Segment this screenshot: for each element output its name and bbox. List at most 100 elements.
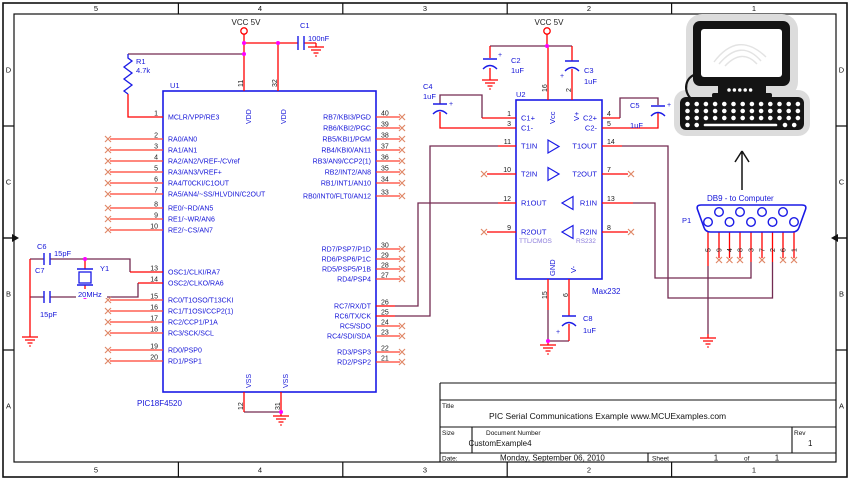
ruler-row: C — [839, 178, 845, 187]
pin-number: 33 — [381, 190, 389, 197]
pin-label: T2OUT — [572, 170, 597, 179]
polarity-plus: + — [667, 102, 671, 109]
pin-label: RA0/AN0 — [168, 137, 197, 144]
buffer-triangle-icons — [547, 138, 574, 240]
pin-number: 28 — [381, 263, 389, 270]
component-ref: C7 — [35, 266, 45, 275]
crystal-y1[interactable] — [77, 268, 93, 286]
screen-swirl — [713, 43, 767, 67]
db9-pin-circles — [703, 206, 800, 227]
component-value: 1uF — [630, 121, 643, 130]
size-value: Custom — [468, 439, 496, 448]
title-label: Title — [442, 403, 454, 410]
capacitor-c4[interactable] — [432, 103, 448, 115]
pin-number: 35 — [381, 166, 389, 173]
pin-number: 38 — [381, 133, 389, 140]
component-ref: C3 — [584, 66, 594, 75]
pin-label: RC4/SDI/SDA — [327, 334, 371, 341]
pin-label: RB0/INT0/FLT0/AN12 — [303, 194, 371, 201]
pin-label: T1IN — [521, 142, 537, 151]
pin-number: 11 — [504, 139, 511, 146]
u1-labels: U1 PIC18F4520 11 32 VDD VDD 12 31 VSS VS… — [137, 79, 389, 410]
ruler-col: 3 — [423, 4, 427, 13]
pin-number: 36 — [381, 155, 389, 162]
pin-label: RD6/PSP6/P1C — [322, 257, 371, 264]
computer-icon[interactable] — [674, 14, 810, 136]
db9-connector-p1[interactable] — [696, 204, 807, 233]
pin-label: RB2/INT2/AN8 — [325, 170, 371, 177]
polarity-plus: + — [556, 329, 560, 336]
component-ref: U2 — [516, 90, 526, 99]
pin-label: RD5/PSP5/P1B — [322, 267, 371, 274]
pin-number: 16 — [150, 305, 158, 312]
component-ref: P1 — [682, 216, 691, 225]
u2-max232-body[interactable] — [515, 99, 603, 280]
pin-number: 32 — [272, 79, 279, 87]
pin-label: RE2/~CS/AN7 — [168, 228, 213, 235]
component-ref: C1 — [300, 21, 310, 30]
title-block: Title PIC Serial Communications Example … — [439, 382, 836, 463]
vcc-symbol-right[interactable] — [543, 27, 551, 35]
pin-number: 19 — [150, 344, 158, 351]
ground-symbol[interactable] — [21, 332, 39, 347]
pin-number: 10 — [503, 167, 511, 174]
pin-label: RB3/AN9/CCP2(1) — [313, 159, 371, 166]
fold-arrow-left-icon — [12, 234, 19, 242]
capacitor-c8[interactable] — [561, 315, 577, 327]
component-annotations: VCC 5V VCC 5V R1 4.7k C1 100nF C2 1uF + … — [35, 18, 671, 336]
pin-label: VDD — [246, 109, 253, 124]
pin-label: C2- — [585, 124, 598, 133]
pin-label: RA4/T0CKI/C1OUT — [168, 181, 230, 188]
capacitor-c1[interactable] — [297, 36, 305, 50]
pin-label: R1OUT — [521, 199, 547, 208]
capacitor-c2[interactable] — [482, 58, 498, 70]
component-part: Max232 — [592, 287, 621, 296]
component-ref: C5 — [630, 101, 640, 110]
of-label: of — [744, 456, 750, 463]
capacitor-c5[interactable] — [650, 105, 666, 117]
monitor-cable — [685, 72, 697, 100]
pin-label: R1IN — [580, 199, 597, 208]
capacitor-c3[interactable] — [564, 60, 580, 72]
net-label-vcc: VCC 5V — [535, 18, 565, 27]
pin-label: VDD — [281, 109, 288, 124]
vcc-symbol-left[interactable] — [240, 27, 248, 35]
ground-symbol[interactable] — [307, 42, 325, 57]
pin-label: V- — [569, 265, 578, 273]
pin-label: MCLR/VPP/RE3 — [168, 115, 219, 122]
pin-number: 4 — [607, 111, 611, 118]
component-ref: C2 — [511, 56, 521, 65]
pin-number: 7 — [154, 188, 158, 195]
fold-arrow-right-icon — [831, 234, 838, 242]
pin-number: 8 — [607, 225, 611, 232]
pin-number: 17 — [150, 316, 158, 323]
sheet-total: 1 — [775, 454, 780, 463]
u1-pic18f4520-body[interactable] — [162, 90, 377, 393]
capacitor-c6[interactable] — [43, 253, 51, 265]
pin-number: 13 — [607, 196, 615, 203]
capacitor-c7[interactable] — [43, 291, 51, 303]
pin-number: 24 — [381, 320, 389, 327]
pin-number: 15 — [150, 294, 158, 301]
pin-label: R2IN — [580, 228, 597, 237]
pin-label: RB6/KBI2/PGC — [323, 126, 371, 133]
pin-label: GND — [548, 259, 557, 276]
pin-label: RD2/PSP2 — [337, 360, 371, 367]
ruler-col: 4 — [258, 4, 262, 13]
pin-number: 2 — [770, 248, 777, 252]
polarity-plus: + — [498, 52, 502, 59]
component-value: 1uF — [583, 326, 596, 335]
component-value: 1uF — [423, 92, 436, 101]
ground-symbol[interactable] — [481, 75, 499, 90]
pin-label: T1OUT — [572, 142, 597, 151]
ruler-row: A — [839, 402, 844, 411]
resistor-r1[interactable] — [122, 54, 134, 95]
pin-label: Vcc — [548, 111, 557, 124]
pin-label: RA5/AN4/~SS/HLVDIN/C2OUT — [168, 192, 266, 199]
ruler-row: B — [839, 290, 844, 299]
label-backing — [76, 289, 107, 298]
ground-symbol[interactable] — [699, 333, 717, 348]
pin-number: 3 — [507, 121, 511, 128]
pin-label: RB5/KBI1/PGM — [322, 137, 371, 144]
date-value: Monday, September 06, 2010 — [500, 454, 605, 463]
